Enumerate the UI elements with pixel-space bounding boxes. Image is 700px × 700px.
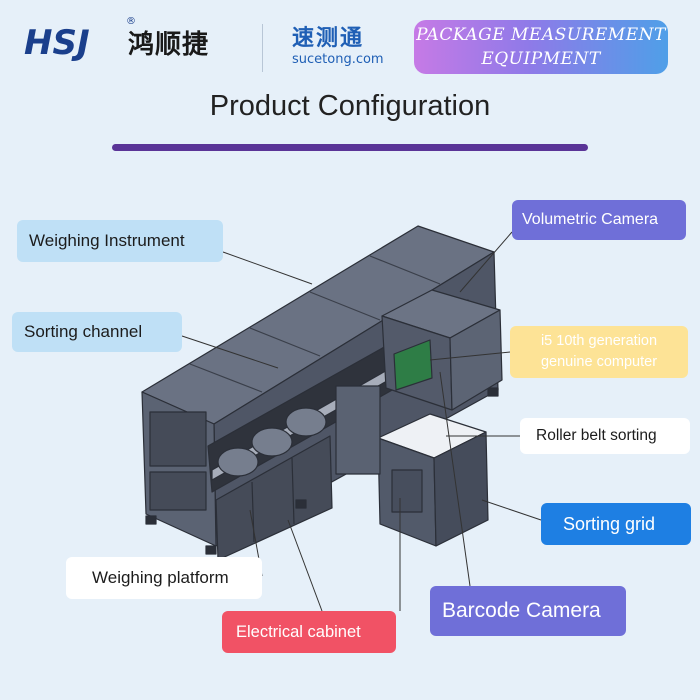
product-tag-line2: EQUIPMENT <box>481 49 601 69</box>
product-tag-line1: PACKAGE MEASUREMENT <box>416 25 666 45</box>
label-roller-belt-sorting: Roller belt sorting <box>520 418 690 454</box>
hsj-logo-text: HSJ <box>24 23 90 63</box>
title-underline <box>112 144 588 151</box>
hsj-logo: HSJ <box>24 23 90 63</box>
label-volumetric-camera: Volumetric Camera <box>512 200 686 240</box>
label-computer: i5 10th generation genuine computer <box>510 326 688 378</box>
page-title: Product Configuration <box>209 90 491 122</box>
label-weighing-platform: Weighing platform <box>66 557 262 599</box>
label-electrical-cabinet: Electrical cabinet <box>222 611 396 653</box>
registered-mark: ® <box>126 16 136 27</box>
company-name-cn: 鸿顺捷 <box>128 30 210 60</box>
label-computer-line2: genuine computer <box>540 354 658 370</box>
header-divider <box>262 24 263 72</box>
label-barcode-camera: Barcode Camera <box>430 586 626 636</box>
brand-url: sucetong.com <box>292 52 384 67</box>
label-weighing-instrument: Weighing Instrument <box>17 220 223 262</box>
label-sorting-channel: Sorting channel <box>12 312 182 352</box>
product-tag: PACKAGE MEASUREMENT EQUIPMENT <box>414 20 668 74</box>
brand-name-cn: 速测通 <box>292 26 365 51</box>
label-computer-line1: i5 10th generation <box>540 333 658 349</box>
label-sorting-grid: Sorting grid <box>541 503 691 545</box>
